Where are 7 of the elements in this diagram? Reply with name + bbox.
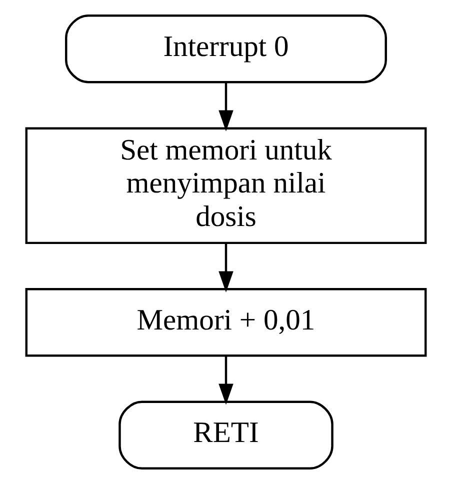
node-box: Memori + 0,01 — [24, 288, 426, 357]
node-box: Interrupt 0 — [64, 14, 386, 84]
arrow — [218, 243, 233, 292]
arrow — [218, 356, 233, 405]
arrow — [218, 82, 233, 132]
node-box: RETI — [118, 400, 333, 470]
node-box: Set memori untuk menyimpan nilai dosis — [24, 127, 426, 244]
